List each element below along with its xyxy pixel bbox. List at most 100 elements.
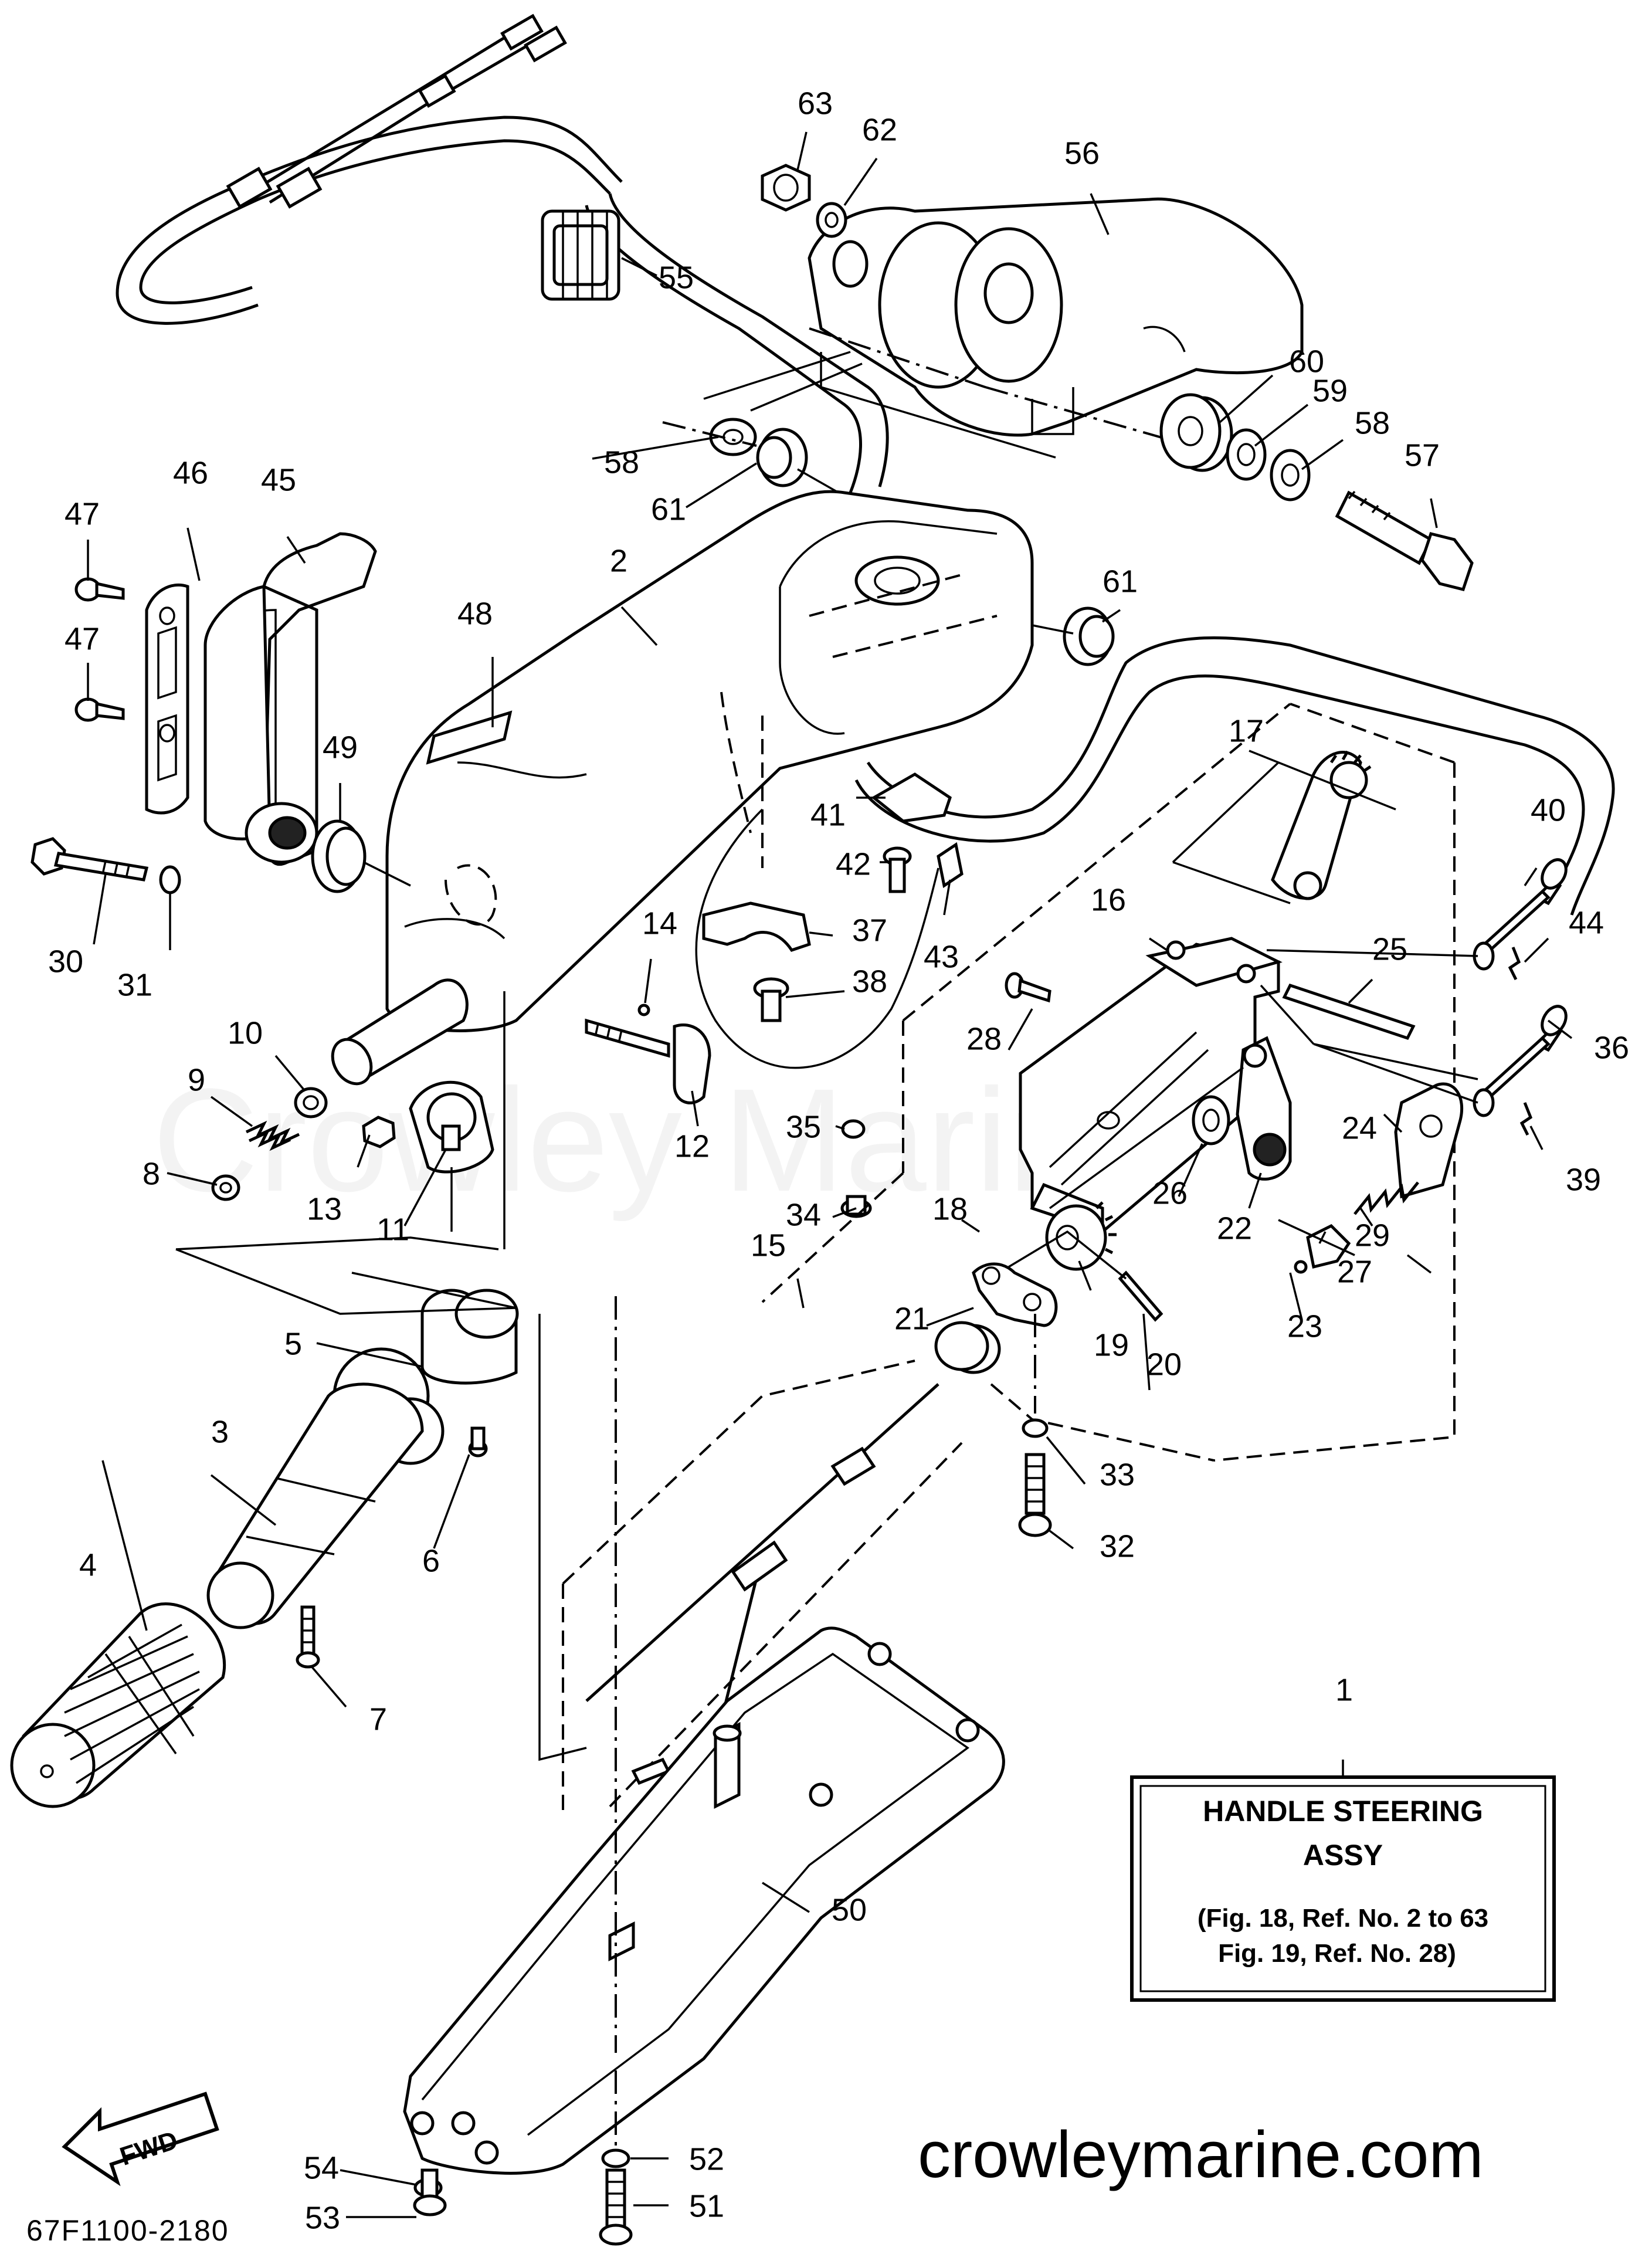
callout-37: 37 [852, 913, 887, 948]
callout-48: 48 [457, 596, 493, 631]
shift-assembly-boundary [761, 703, 1456, 1462]
callout-14: 14 [642, 906, 677, 941]
callout-50: 50 [832, 1892, 867, 1927]
spring-29 [1354, 1181, 1419, 1215]
leader-17-box [1172, 761, 1396, 904]
callout-36: 36 [1594, 1030, 1629, 1065]
callout-51: 51 [689, 2188, 724, 2224]
callout-23: 23 [1287, 1309, 1322, 1344]
gasket-46 [145, 583, 189, 815]
callout-25: 25 [1372, 931, 1407, 967]
link-21 [972, 1262, 1058, 1327]
callout-35: 35 [786, 1109, 821, 1144]
callout-5: 5 [284, 1326, 302, 1361]
callout-40: 40 [1531, 792, 1566, 828]
washer-58-right [1270, 449, 1311, 501]
callout-4: 4 [79, 1547, 97, 1582]
bushing-49 [311, 819, 367, 893]
info-box-ref-line1: (Fig. 18, Ref. No. 2 to 63 [1198, 1904, 1488, 1933]
callout-57: 57 [1405, 438, 1440, 473]
callout-56: 56 [1064, 135, 1100, 171]
callout-61-left: 61 [651, 492, 686, 527]
callout-12: 12 [674, 1128, 710, 1164]
callout-62: 62 [862, 112, 897, 147]
callout-47-top: 47 [65, 496, 100, 531]
callout-6: 6 [422, 1543, 440, 1578]
callout-59: 59 [1312, 373, 1348, 408]
washer-26 [1192, 1095, 1230, 1145]
washer-35 [841, 1119, 866, 1139]
bushing-61-right [1063, 606, 1115, 666]
callout-13: 13 [307, 1191, 342, 1226]
washer-58-left [709, 418, 757, 456]
screw-42 [883, 846, 912, 893]
callout-45: 45 [261, 462, 296, 497]
callout-42: 42 [836, 846, 871, 882]
clip-43 [937, 842, 964, 889]
fwd-arrow-icon: FWD [62, 2092, 219, 2187]
long-axis-58 [662, 421, 757, 447]
nut-63 [761, 164, 811, 212]
callout-10: 10 [228, 1015, 263, 1050]
cover-45 [203, 532, 377, 866]
washer-62 [816, 202, 847, 238]
base-plate-50 [403, 1626, 1005, 2175]
shaft-lower-left [331, 978, 469, 1086]
ball-23 [1294, 1260, 1308, 1274]
callout-58-left: 58 [604, 445, 639, 480]
info-box-title-line2: ASSY [1303, 1839, 1383, 1872]
screw-47-top [74, 577, 125, 602]
leader-22-box [1260, 984, 1478, 1274]
callout-24: 24 [1342, 1110, 1377, 1145]
gear-lever-17 [1271, 750, 1372, 900]
washer-8 [211, 1174, 240, 1201]
pin-14 [637, 1004, 650, 1016]
watermark-text: Crowley Marine [152, 1058, 1171, 1222]
callout-3: 3 [211, 1414, 229, 1449]
bracket-outline-line [703, 351, 1056, 459]
screw-28 [1005, 972, 1051, 1003]
clip-41 [871, 772, 952, 823]
screw-6 [468, 1426, 488, 1458]
screw-53 [413, 2168, 447, 2216]
axis-49 [363, 861, 411, 887]
washer-33 [1022, 1418, 1049, 1438]
callout-52: 52 [689, 2141, 724, 2177]
callout-55: 55 [659, 260, 694, 295]
frame-lines [175, 991, 587, 1761]
info-box-ref-line2: Fig. 19, Ref. No. 28) [1218, 1939, 1456, 1968]
callout-30: 30 [48, 944, 83, 979]
callout-22: 22 [1217, 1211, 1252, 1246]
screw-12 [585, 1018, 711, 1104]
screw-38 [753, 977, 789, 1022]
spring-9 [245, 1120, 300, 1151]
callout-38: 38 [852, 964, 887, 999]
callout-9: 9 [188, 1062, 205, 1097]
callout-63: 63 [798, 86, 833, 121]
screw-47-bottom [74, 697, 125, 722]
callout-19: 19 [1094, 1327, 1129, 1362]
leader-40-cable [1266, 949, 1478, 1104]
callout-21: 21 [894, 1301, 930, 1336]
callout-47-bottom: 47 [65, 621, 100, 656]
callout-11: 11 [376, 1212, 409, 1247]
clip-44 [1508, 947, 1521, 981]
callout-2: 2 [610, 543, 627, 578]
leader-19-box [1008, 1066, 1244, 1280]
callout-8: 8 [143, 1156, 160, 1191]
screw-7 [296, 1605, 320, 1669]
label-48 [426, 710, 513, 765]
callout-7: 7 [369, 1701, 387, 1737]
callout-49: 49 [323, 730, 358, 765]
cable-end-40 [1473, 858, 1568, 971]
leader-56-axis [809, 327, 1191, 447]
detent-27 [1306, 1223, 1351, 1269]
control-cables [116, 13, 889, 493]
callout-58-right: 58 [1355, 405, 1390, 440]
callout-31: 31 [117, 967, 152, 1002]
callout-39: 39 [1566, 1162, 1601, 1197]
clamp-37 [702, 901, 811, 952]
clip-39 [1519, 1102, 1533, 1136]
callout-61-right: 61 [1103, 564, 1138, 599]
sleeve-5 [420, 1289, 519, 1385]
